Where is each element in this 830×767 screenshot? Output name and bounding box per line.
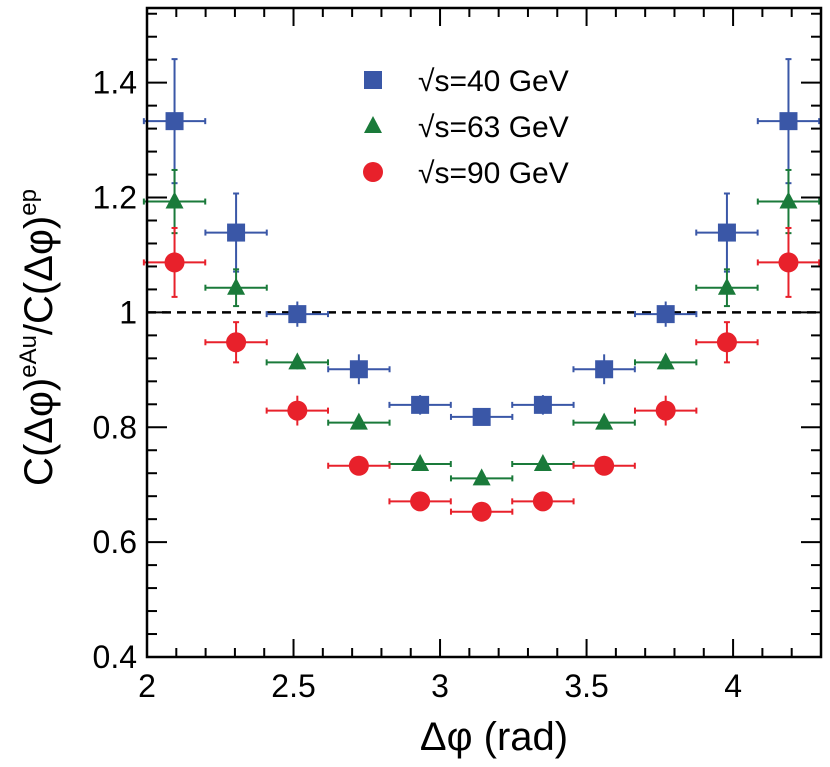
data-point-circle: [363, 162, 383, 182]
y-tick-label: 1.2: [93, 180, 137, 216]
data-point-triangle: [288, 352, 307, 370]
data-point-triangle: [349, 412, 368, 430]
x-tick-label: 3: [431, 668, 449, 704]
legend-label: √s=90 GeV: [418, 157, 569, 190]
x-tick-label: 2: [138, 668, 156, 704]
data-point-circle: [594, 455, 615, 476]
data-point-triangle: [165, 191, 184, 209]
y-axis-title: C(Δφ)eAu/C(Δφ)ep: [15, 189, 61, 486]
legend-item: √s=90 GeV: [363, 157, 569, 190]
y-tick-label: 1: [119, 294, 137, 330]
data-point-circle: [287, 400, 308, 421]
x-axis-title: Δφ (rad): [420, 715, 568, 759]
data-point-circle: [471, 501, 492, 522]
data-point-triangle: [472, 468, 491, 486]
data-point-circle: [226, 332, 247, 353]
y-tick-label: 0.6: [93, 524, 137, 560]
x-tick-label: 3.5: [564, 668, 608, 704]
y-axis-title-denominator: /C(Δφ): [17, 216, 61, 335]
x-tick-label: 4: [724, 668, 742, 704]
data-point-square: [364, 71, 382, 89]
data-point-square: [595, 360, 614, 379]
data-point-square: [533, 395, 552, 414]
series-circle: [142, 226, 821, 522]
data-point-triangle: [779, 191, 798, 209]
tick-label-layer: 2 2.5 3 3.5 4 0.4 0.6 0.8 1 1.2 1.4: [93, 65, 742, 704]
tick-layer: [146, 8, 822, 658]
data-point-triangle: [364, 116, 382, 133]
series-triangle: [142, 168, 821, 486]
data-point-triangle: [533, 454, 552, 472]
data-point-square: [411, 395, 430, 414]
y-axis-title-main: C(Δφ): [17, 378, 61, 486]
data-point-square: [165, 112, 184, 131]
y-tick-label: 1.4: [93, 65, 137, 101]
y-axis-title-superscript-eau: eAu: [15, 335, 42, 378]
legend-item: √s=40 GeV: [364, 65, 569, 98]
x-tick-label: 2.5: [271, 668, 315, 704]
data-point-circle: [532, 491, 553, 512]
legend-item: √s=63 GeV: [364, 111, 569, 144]
data-point-circle: [778, 252, 799, 273]
y-tick-label: 0.8: [93, 409, 137, 445]
data-point-square: [288, 305, 307, 324]
legend-label: √s=63 GeV: [418, 111, 569, 144]
data-point-circle: [410, 491, 431, 512]
data-series-layer: [142, 58, 821, 522]
y-tick-label: 0.4: [93, 639, 137, 675]
data-point-square: [656, 305, 675, 324]
data-point-circle: [348, 455, 369, 476]
data-point-triangle: [227, 277, 246, 295]
data-point-square: [349, 360, 368, 379]
y-axis-title-superscript-ep: ep: [15, 189, 42, 216]
data-point-square: [472, 407, 491, 426]
data-point-circle: [164, 252, 185, 273]
series-square: [142, 58, 821, 426]
data-point-circle: [655, 400, 676, 421]
data-point-square: [227, 223, 246, 242]
plot-frame: [145, 6, 823, 659]
data-point-square: [779, 112, 798, 131]
legend-label: √s=40 GeV: [418, 65, 569, 98]
data-point-triangle: [411, 454, 430, 472]
legend: √s=40 GeV √s=63 GeV √s=90 GeV: [363, 65, 569, 190]
data-point-triangle: [656, 352, 675, 370]
data-point-square: [717, 223, 736, 242]
data-point-circle: [716, 332, 737, 353]
data-point-triangle: [717, 277, 736, 295]
data-point-triangle: [595, 412, 614, 430]
